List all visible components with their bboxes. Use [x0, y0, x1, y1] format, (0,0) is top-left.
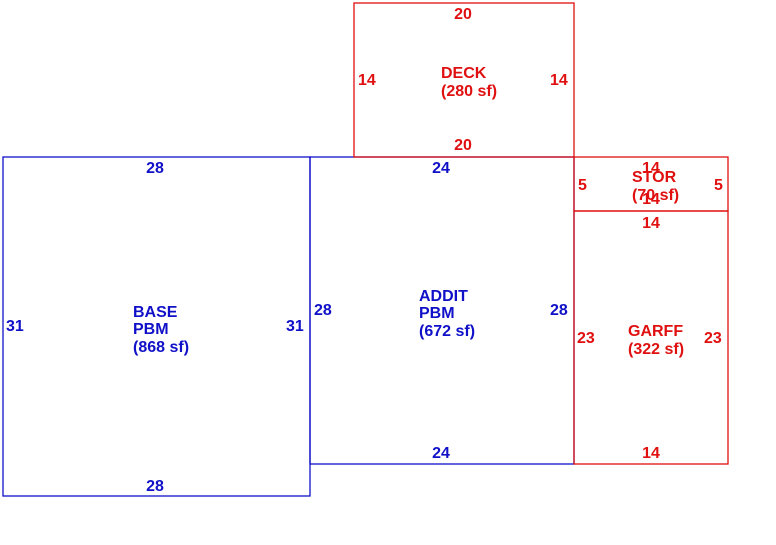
deck-dim-bottom: 20	[454, 137, 472, 154]
deck-dim-left: 14	[358, 72, 376, 89]
base-dim-top: 28	[146, 160, 164, 177]
stor-dim-top: 14	[642, 160, 660, 177]
area-garff: 14 14 23 23 GARFF (322 sf)	[573, 210, 729, 465]
addit-dim-top: 24	[432, 160, 450, 177]
area-base: 28 28 31 31 BASE PBM (868 sf)	[2, 156, 311, 497]
deck-dim-right: 14	[550, 72, 568, 89]
garff-dim-bottom: 14	[642, 445, 660, 462]
garff-label-area: (322 sf)	[628, 341, 684, 358]
addit-dim-bottom: 24	[432, 445, 450, 462]
addit-label-type: PBM	[419, 305, 455, 322]
stor-dim-right: 5	[714, 177, 723, 194]
stor-dim-left: 5	[578, 177, 587, 194]
base-dim-left: 31	[6, 318, 24, 335]
garff-dim-top: 14	[642, 215, 660, 232]
addit-dim-right: 28	[550, 302, 568, 319]
deck-outline	[353, 2, 575, 158]
base-label-name: BASE	[133, 304, 178, 321]
garff-dim-right: 23	[704, 330, 722, 347]
deck-label-name: DECK	[441, 65, 487, 82]
deck-label-area: (280 sf)	[441, 83, 497, 100]
area-deck: 20 20 14 14 DECK (280 sf)	[353, 2, 575, 158]
garff-label-name: GARFF	[628, 323, 683, 340]
base-dim-bottom: 28	[146, 478, 164, 495]
addit-dim-left: 28	[314, 302, 332, 319]
base-label-area: (868 sf)	[133, 339, 189, 356]
area-addit: 24 24 28 28 ADDIT PBM (672 sf)	[309, 156, 575, 465]
deck-dim-top: 20	[454, 6, 472, 23]
stor-dim-bottom: 14	[642, 191, 660, 208]
base-dim-right: 31	[286, 318, 304, 335]
garff-dim-left: 23	[577, 330, 595, 347]
stor-label-area: (70 sf)	[632, 187, 679, 204]
addit-label-name: ADDIT	[419, 288, 468, 305]
base-label-type: PBM	[133, 321, 169, 338]
stor-label-name: STOR	[632, 169, 677, 186]
garff-outline	[573, 210, 729, 465]
area-stor: 14 14 5 5 STOR (70 sf)	[573, 156, 729, 212]
addit-label-area: (672 sf)	[419, 323, 475, 340]
